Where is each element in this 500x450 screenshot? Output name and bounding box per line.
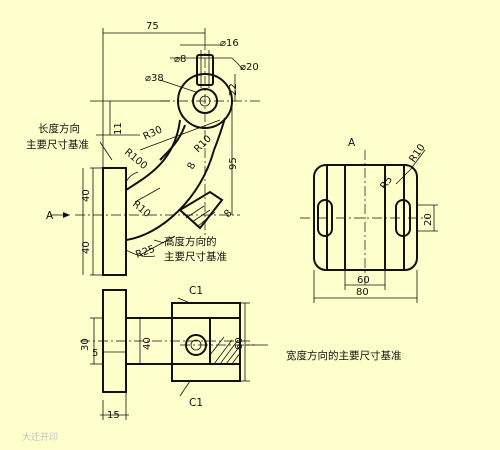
dim-c1-bottom: C1 <box>189 397 203 409</box>
dim-r5: R5 <box>378 175 395 192</box>
right-view <box>300 149 438 303</box>
dim-5: 5 <box>92 348 98 359</box>
dim-95: 95 <box>228 157 239 170</box>
dim-8-vertical: 8 <box>186 161 199 171</box>
dim-r30: R30 <box>142 124 164 142</box>
dim-r10-right: R10 <box>407 142 427 164</box>
width-base-note: 宽度方向的主要尺寸基准 <box>286 349 402 362</box>
dim-15: 15 <box>107 410 120 421</box>
dim-80: 80 <box>356 287 369 298</box>
dim-d16: ⌀16 <box>220 38 239 49</box>
labels: 75 ⌀16 ⌀8 ⌀20 ⌀38 22 11 R30 R10 R100 8 9… <box>22 21 434 443</box>
dim-40-lower: 40 <box>81 241 92 254</box>
dim-8-rib: 8 <box>222 208 234 220</box>
dim-c1-top: C1 <box>189 285 203 297</box>
top-view <box>80 289 268 420</box>
dim-40-upper: 40 <box>81 189 92 202</box>
dim-d38: ⌀38 <box>145 73 164 84</box>
height-base-note-line1: 高度方向的 <box>164 235 217 248</box>
dim-30: 30 <box>80 338 91 351</box>
watermark-text: 大迁开印 <box>22 431 58 443</box>
dim-d20: ⌀20 <box>240 62 259 73</box>
right-view-label: A <box>348 137 356 149</box>
length-base-note-line1: 长度方向 <box>38 122 80 135</box>
dim-20-right: 20 <box>423 213 434 226</box>
length-base-note-line2: 主要尺寸基准 <box>26 138 89 151</box>
height-base-note-line2: 主要尺寸基准 <box>164 250 227 263</box>
dim-r10-top: R10 <box>192 133 214 155</box>
dim-75: 75 <box>146 21 159 32</box>
front-view <box>75 40 260 276</box>
dim-d8: ⌀8 <box>174 54 186 65</box>
dim-40-top: 40 <box>142 337 153 350</box>
dim-22: 22 <box>228 83 239 96</box>
dim-r10-mid: R10 <box>130 199 152 220</box>
dim-60-vertical: 60 <box>234 337 245 350</box>
dim-r25: R25 <box>134 244 156 261</box>
arrow-a-label: A <box>46 210 54 222</box>
front-dimension-lines <box>50 28 245 275</box>
dim-60: 60 <box>357 275 370 286</box>
dim-11: 11 <box>113 122 124 135</box>
